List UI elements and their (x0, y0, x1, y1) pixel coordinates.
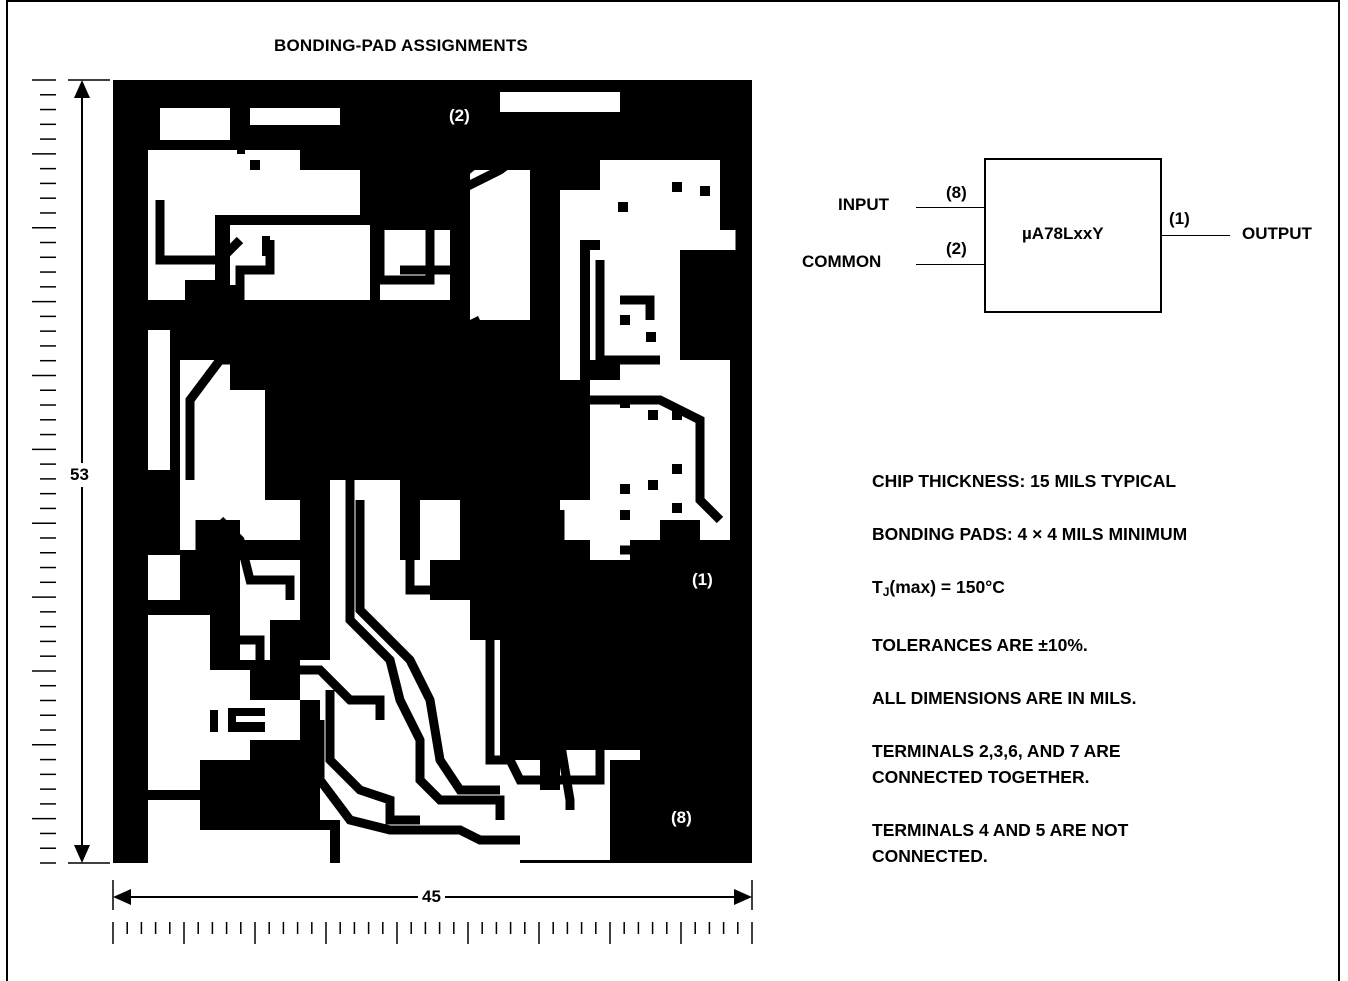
common-label: COMMON (802, 252, 882, 271)
die-marking-15 (210, 708, 265, 732)
test-points (237, 124, 736, 742)
input-pin-number: (8) (946, 183, 967, 202)
width-dimension-label: 45 (418, 887, 445, 907)
input-pin-line (916, 207, 984, 208)
output-pin-number: (1) (1169, 209, 1190, 228)
common-pin-number: (2) (946, 239, 967, 258)
device-symbol-box (984, 158, 1162, 313)
height-dimension-label: 53 (70, 463, 89, 487)
notes-block: CHIP THICKNESS: 15 MILS TYPICAL BONDING … (872, 468, 1312, 896)
vertical-scale-ticks (32, 79, 56, 864)
note-bonding-pads: BONDING PADS: 4 × 4 MILS MINIMUM (872, 524, 1188, 544)
pad-label-1: (1) (692, 570, 713, 589)
note-chip-thickness: CHIP THICKNESS: 15 MILS TYPICAL (872, 471, 1177, 491)
pad-label-2: (2) (449, 106, 470, 125)
note-tolerances: TOLERANCES ARE ±10%. (872, 635, 1088, 655)
output-pin-line (1162, 235, 1230, 236)
device-name: µA78LxxY (1022, 224, 1104, 243)
figure-title: BONDING-PAD ASSIGNMENTS (274, 36, 528, 55)
note-tj-max: TJ(max) = 150°C (872, 577, 1005, 599)
common-pin-line (916, 264, 984, 265)
pad-label-8: (8) (671, 808, 692, 827)
output-label: OUTPUT (1242, 224, 1312, 243)
note-dimensions: ALL DIMENSIONS ARE IN MILS. (872, 688, 1137, 708)
figure-frame (6, 0, 1340, 981)
input-label: INPUT (838, 195, 889, 214)
metallization-pattern (125, 92, 740, 863)
horizontal-scale-ticks (112, 922, 753, 944)
